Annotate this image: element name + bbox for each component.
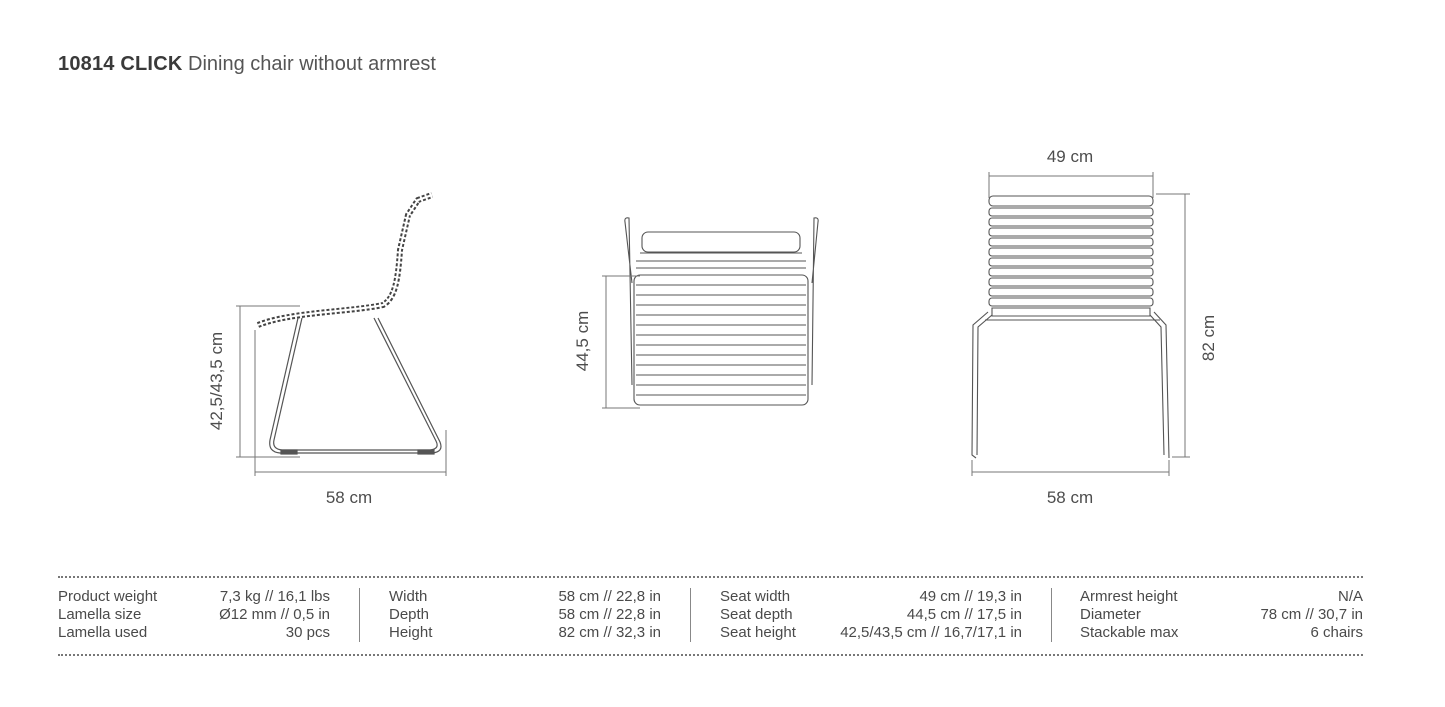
- side-height-label: 42,5/43,5 cm: [207, 332, 226, 430]
- spec-row: Lamella used 30 pcs: [58, 624, 330, 642]
- spec-column-4: Armrest height N/A Diameter 78 cm // 30,7 …: [1080, 588, 1363, 644]
- spec-row: Diameter 78 cm // 30,7 in: [1080, 606, 1363, 624]
- spec-divider: [1051, 588, 1052, 642]
- spec-column-1: Product weight 7,3 kg // 16,1 lbs Lamella…: [58, 588, 330, 644]
- front-top-width-label: 49 cm: [1047, 147, 1093, 166]
- spec-row: Seat depth 44,5 cm // 17,5 in: [720, 606, 1022, 624]
- spec-value: 6 chairs: [1310, 624, 1363, 641]
- side-view-chair: [256, 192, 442, 455]
- product-title: 10814 CLICK Dining chair without armrest: [58, 53, 436, 76]
- spec-label: Lamella size: [58, 606, 142, 623]
- spec-column-3: Seat width 49 cm // 19,3 in Seat depth 44,…: [720, 588, 1022, 644]
- top-view-chair: [624, 217, 819, 406]
- spec-row: Height 82 cm // 32,3 in: [389, 624, 661, 642]
- side-height-dimension: [236, 305, 300, 458]
- spec-label: Diameter: [1080, 606, 1141, 623]
- spec-value: N/A: [1337, 588, 1363, 605]
- spec-label: Seat width: [720, 588, 791, 605]
- spec-row: Seat width 49 cm // 19,3 in: [720, 588, 1022, 606]
- side-depth-dimension: [254, 330, 447, 476]
- spec-row: Depth 58 cm // 22,8 in: [389, 606, 661, 624]
- technical-drawing: 42,5/43,5 cm 58 cm 44,5 cm: [207, 147, 1218, 507]
- spec-row: Product weight 7,3 kg // 16,1 lbs: [58, 588, 330, 606]
- side-depth-label: 58 cm: [326, 488, 372, 507]
- spec-value: 58 cm // 22,8 in: [558, 606, 661, 623]
- spec-value: 42,5/43,5 cm // 16,7/17,1 in: [840, 624, 1022, 641]
- front-bottom-width-label: 58 cm: [1047, 488, 1093, 507]
- spec-label: Seat depth: [720, 606, 793, 623]
- spec-table: Product weight 7,3 kg // 16,1 lbs Lamella…: [58, 576, 1363, 656]
- front-top-width-dimension: [988, 172, 1154, 198]
- spec-value: 30 pcs: [285, 624, 330, 641]
- spec-row: Stackable max 6 chairs: [1080, 624, 1363, 642]
- spec-label: Seat height: [720, 624, 796, 641]
- front-bottom-width-dimension: [971, 460, 1170, 476]
- product-description: Dining chair without armrest: [188, 53, 436, 75]
- spec-column-2: Width 58 cm // 22,8 in Depth 58 cm // 22,8…: [389, 588, 661, 644]
- product-code: 10814 CLICK: [58, 53, 183, 75]
- spec-label: Height: [389, 624, 433, 641]
- spec-label: Depth: [389, 606, 430, 623]
- spec-label: Stackable max: [1080, 624, 1179, 641]
- spec-value: 78 cm // 30,7 in: [1260, 606, 1363, 623]
- spec-value: 82 cm // 32,3 in: [558, 624, 661, 641]
- spec-row: Armrest height N/A: [1080, 588, 1363, 606]
- spec-divider: [359, 588, 360, 642]
- front-view-chair: [971, 195, 1170, 459]
- spec-value: 58 cm // 22,8 in: [558, 588, 661, 605]
- spec-row: Seat height 42,5/43,5 cm // 16,7/17,1 in: [720, 624, 1022, 642]
- spec-row: Width 58 cm // 22,8 in: [389, 588, 661, 606]
- front-height-dimension: [1156, 193, 1190, 458]
- top-depth-label: 44,5 cm: [573, 311, 592, 371]
- spec-row: Lamella size Ø12 mm // 0,5 in: [58, 606, 330, 624]
- spec-value: 44,5 cm // 17,5 in: [906, 606, 1022, 623]
- spec-label: Lamella used: [58, 624, 148, 641]
- spec-value: 7,3 kg // 16,1 lbs: [219, 588, 330, 605]
- spec-label: Width: [389, 588, 428, 605]
- spec-value: 49 cm // 19,3 in: [919, 588, 1022, 605]
- top-depth-dimension: [602, 275, 640, 409]
- spec-label: Product weight: [58, 588, 158, 605]
- spec-value: Ø12 mm // 0,5 in: [219, 606, 330, 623]
- spec-divider: [690, 588, 691, 642]
- front-height-label: 82 cm: [1199, 315, 1218, 361]
- spec-label: Armrest height: [1080, 588, 1178, 605]
